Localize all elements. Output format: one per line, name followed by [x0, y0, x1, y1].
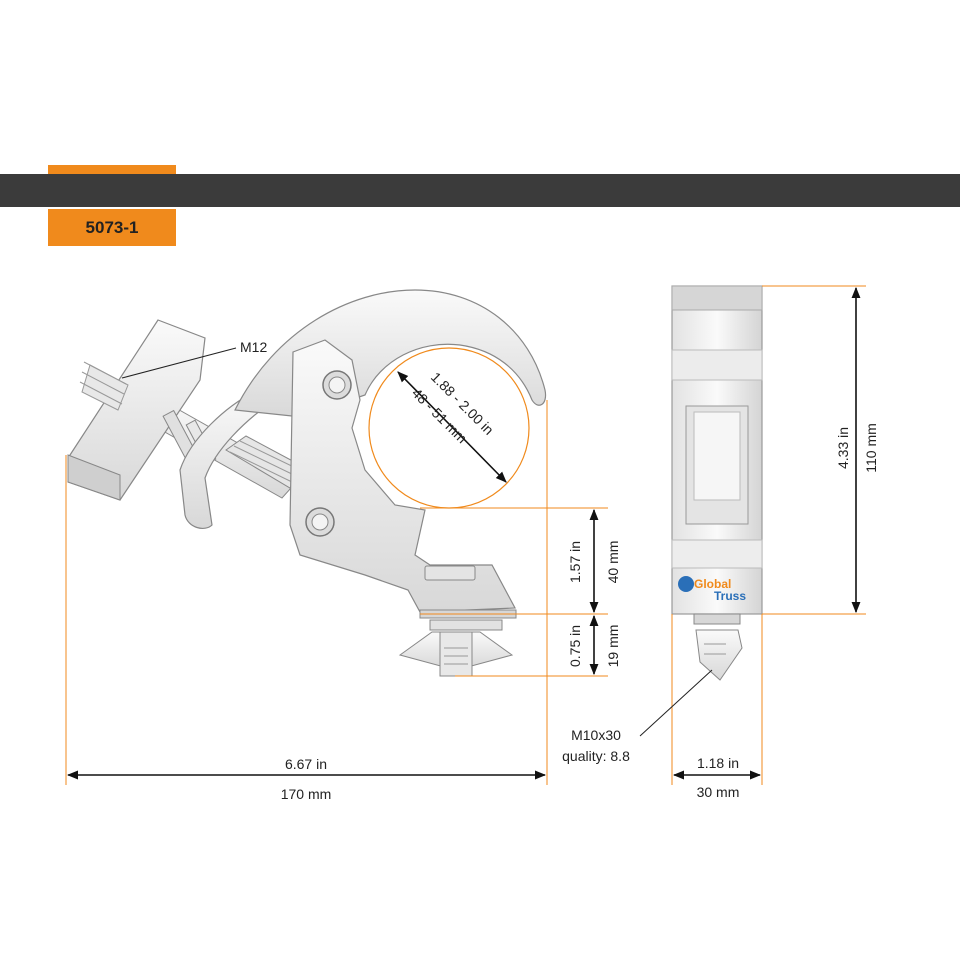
diameter-arrow	[397, 371, 507, 483]
bolt-height-mm-label: 19 mm	[605, 625, 621, 668]
product-code-label: 5073-1	[48, 209, 176, 246]
jaw-height-in-label: 1.57 in	[567, 541, 583, 583]
front-top-band	[671, 285, 763, 311]
lever-arm	[179, 387, 276, 529]
front-washer	[693, 613, 741, 625]
bolt-leader-line	[639, 669, 713, 737]
bolt-spec-label: M10x30	[571, 727, 621, 743]
jaw-height-mm-label: 40 mm	[605, 541, 621, 584]
width-in-label: 6.67 in	[285, 756, 327, 772]
front-width-in-label: 1.18 in	[697, 755, 739, 771]
thread-label: M12	[240, 339, 267, 355]
hook-jaw	[234, 289, 547, 421]
global-truss-logo: Global Truss	[678, 576, 746, 603]
front-lower-band	[671, 539, 763, 569]
jaw-pad	[424, 565, 476, 581]
clamp-body	[289, 339, 516, 613]
lower-rivet	[305, 507, 335, 537]
front-wing-nut	[695, 629, 743, 681]
side-view-clamp	[67, 289, 547, 677]
thread-leader-line	[121, 347, 237, 379]
bolt-height-in-label: 0.75 in	[567, 625, 583, 667]
height-mm-label: 110 mm	[863, 423, 879, 473]
width-mm-label: 170 mm	[281, 786, 332, 802]
washer	[429, 619, 503, 631]
side-extension-lines	[65, 400, 608, 785]
front-width-mm-label: 30 mm	[697, 784, 740, 800]
svg-text:Truss: Truss	[714, 589, 746, 603]
side-dimension-arrows	[66, 371, 599, 780]
front-extension-lines	[671, 285, 866, 785]
header-bar	[0, 174, 960, 207]
bolt-quality-label: quality: 8.8	[562, 748, 630, 764]
front-view-clamp: Global Truss	[671, 285, 763, 681]
front-upper-band	[671, 349, 763, 381]
header-tab-accent	[48, 165, 176, 174]
wing-nut	[398, 631, 514, 677]
front-lever	[693, 411, 741, 501]
svg-text:Global: Global	[694, 577, 731, 591]
front-dimension-arrows	[672, 286, 861, 780]
height-in-label: 4.33 in	[835, 427, 851, 469]
upper-rivet	[322, 370, 352, 400]
